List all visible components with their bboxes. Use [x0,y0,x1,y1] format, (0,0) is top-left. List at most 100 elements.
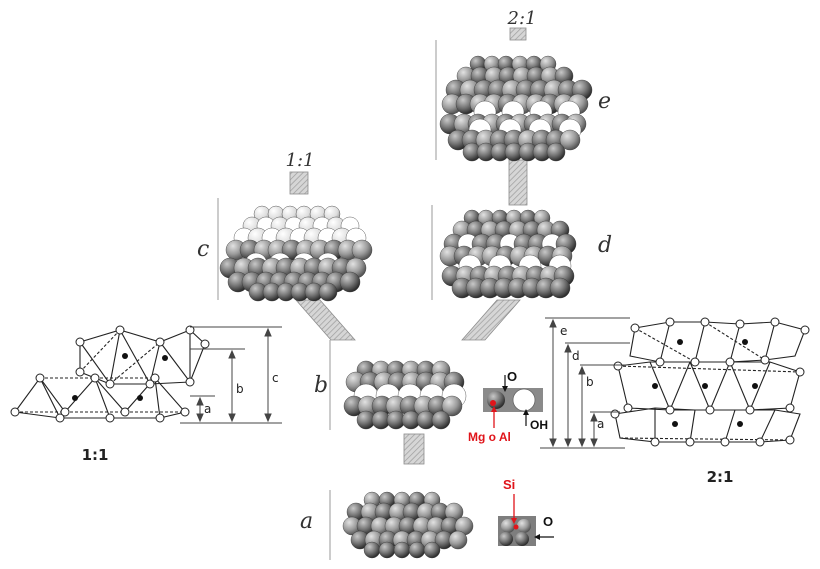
lattice-atom [655,357,665,367]
stage-label-c: c [197,237,209,262]
lattice-1-1 [14,329,206,419]
structure-c [219,205,373,302]
inset-tetrahedral [498,494,554,546]
lattice-atom [630,323,640,333]
cation-atom [702,383,708,389]
cation-atom [122,353,128,359]
cation-atom [652,383,658,389]
sphere [559,129,581,151]
lattice-atom [75,367,85,377]
right-dimension-lines [540,317,630,449]
lattice-atom [155,337,165,347]
lattice-atom [665,405,675,415]
sphere [546,142,566,162]
lattice-atom [795,367,805,377]
right-dim-a: a [597,417,604,431]
lattice-2-1 [614,321,806,443]
lattice-atom [200,339,210,349]
si-atom [513,524,519,530]
lattice-atom [60,407,70,417]
sphere [423,541,441,559]
connector-top-stub [509,27,527,41]
lattice-atom [155,413,165,423]
sphere [318,282,338,302]
lattice-atom [705,405,715,415]
structure-d [439,209,577,299]
connector-arrows [289,27,528,465]
left-dim-c: c [272,371,279,385]
lattice-atom [760,355,770,365]
left-dim-a: a [204,402,211,416]
guide-lines [217,40,437,560]
structure-b [343,360,467,430]
lattice-atom [650,437,660,447]
lattice-atom [785,403,795,413]
lattice-atom [35,373,45,383]
stage-label-d: d [598,233,612,258]
cation-atom [672,421,678,427]
sphere [441,395,463,417]
cation-atom [137,395,143,401]
cation-atom [677,339,683,345]
ratio-label-middle: 1:1 [286,150,315,171]
right-dim-d: d [572,349,580,363]
mg-al-atom [490,400,496,406]
lattice-2-1-atoms [610,317,810,447]
sphere [448,530,468,550]
lattice-atom [115,325,125,335]
lattice-atom [800,325,810,335]
lattice-atom [720,437,730,447]
connector-e-to-d [508,159,528,206]
right-dim-b: b [586,375,594,389]
cation-atom [752,383,758,389]
label-oh: OH [530,418,548,432]
sphere [408,541,426,559]
cation-atom [742,339,748,345]
ratio-label-right-bottom: 2:1 [707,468,734,486]
lattice-1-1-atoms [10,325,210,423]
lattice-atom [613,361,623,371]
ratio-label-top: 2:1 [507,8,537,29]
lattice-atom [150,373,160,383]
lattice-atom [735,319,745,329]
lattice-atom [10,407,20,417]
sphere [549,277,571,299]
lattice-atom [785,435,795,445]
connector-middle-stub [289,171,309,195]
lattice-atom [105,379,115,389]
cation-atom [162,355,168,361]
sphere [363,541,381,559]
inset-octahedral [483,375,543,428]
stage-label-b: b [314,373,328,398]
left-dimension-lines [180,326,282,424]
lattice-atom [180,407,190,417]
cation-atom [737,421,743,427]
label-o-lower: O [543,514,553,529]
lattice-atom [745,405,755,415]
label-o-upper: O [507,369,517,384]
right-dim-e: e [560,324,567,338]
lattice-atom [755,437,765,447]
sphere [393,541,411,559]
lattice-atom [90,373,100,383]
stage-label-e: e [598,89,611,114]
structure-a [342,491,474,559]
lattice-atom [185,377,195,387]
lattice-atom [75,337,85,347]
lattice-atom [120,407,130,417]
label-si: Si [503,477,515,492]
label-mg-al: Mg o Al [468,430,511,444]
lattice-atom [770,317,780,327]
sphere [378,541,396,559]
structure-e [439,55,593,162]
lattice-atom [105,413,115,423]
lattice-atom [610,409,620,419]
left-dim-b: b [236,382,244,396]
lattice-atom [55,413,65,423]
lattice-atom [185,325,195,335]
lattice-atom [623,403,633,413]
stage-label-a: a [300,509,313,534]
lattice-atom [685,437,695,447]
lattice-atom [145,379,155,389]
